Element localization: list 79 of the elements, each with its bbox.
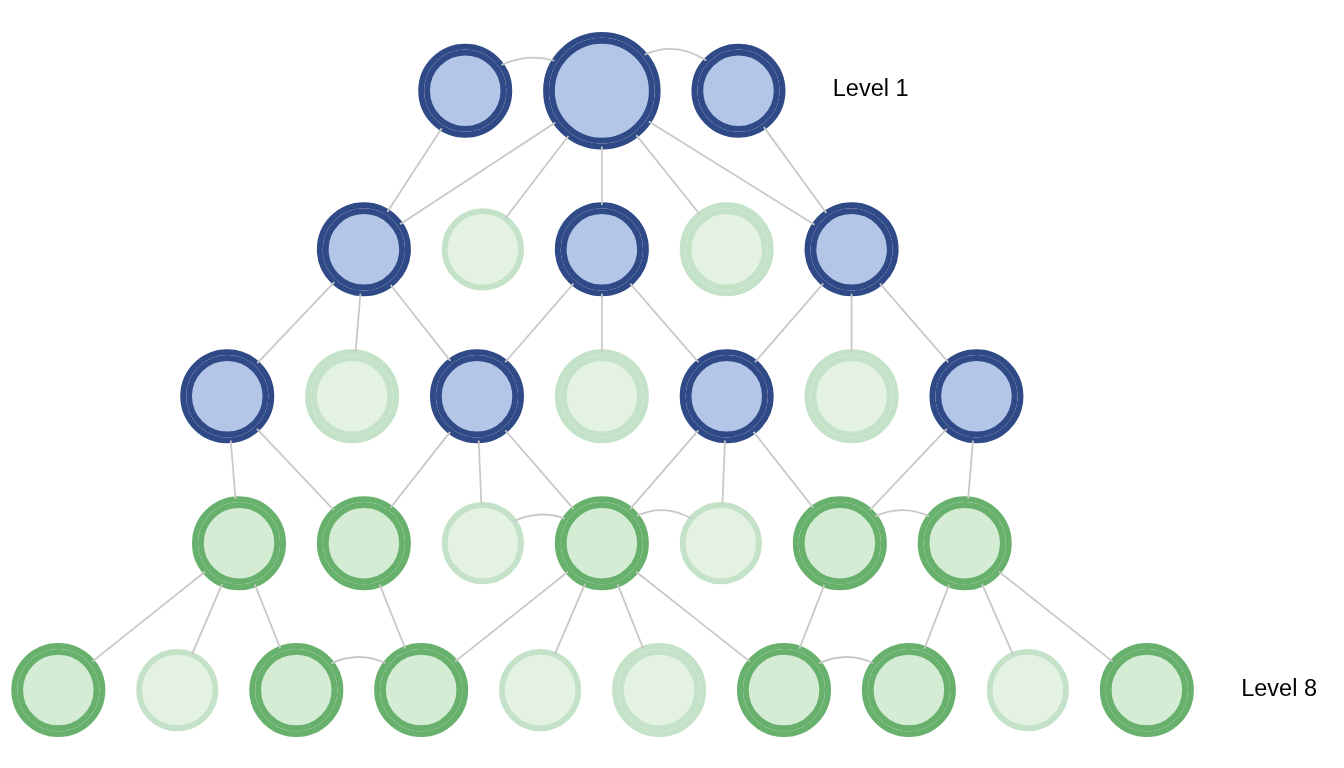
connector [874,508,930,517]
node-coins [679,201,774,296]
connector [754,282,825,363]
node-person [679,348,774,443]
node-person [418,43,513,138]
node-person [1099,642,1194,737]
node-person [430,348,524,443]
node-coin [499,648,582,731]
node-person [554,348,649,443]
connector [504,134,570,219]
connector [378,582,407,649]
node-person [861,642,956,737]
connector [600,292,603,353]
connector [386,126,443,213]
node-coin [441,207,524,290]
node-person [691,43,786,138]
connector [752,430,815,509]
node-person [917,495,1012,590]
connector [923,583,950,650]
node-person [374,642,469,737]
label: Level 8 [1241,674,1317,701]
connector [454,570,569,662]
connector [256,427,335,511]
connector [721,439,726,506]
connector [818,655,874,664]
connector [513,513,566,522]
node-person [804,348,899,443]
node-person [316,495,411,590]
connector [763,125,828,214]
connector [504,429,575,510]
connector [647,120,816,226]
node-person [192,495,286,590]
node-person [249,642,344,737]
node-coin [136,648,219,731]
node-person [180,348,275,443]
connector [635,508,693,519]
connector [504,282,575,363]
node-person [554,201,649,296]
node-person [554,495,649,590]
connector [399,121,557,225]
connector [389,430,452,509]
node-person [929,348,1024,443]
connector [229,439,237,500]
node-coin [679,501,762,584]
connector [91,570,206,662]
label: Level 1 [832,74,909,101]
node-coin [441,501,524,584]
connector [253,582,282,649]
connector [600,145,603,206]
node-person [305,348,400,443]
connector [635,133,701,215]
connector [330,655,387,664]
connector [553,582,586,656]
connector [354,292,362,353]
connector [967,439,974,500]
node-coin [986,648,1069,731]
connector [981,582,1014,656]
connector [798,583,826,650]
connector [256,280,336,364]
connector [998,570,1114,662]
connector [629,429,700,510]
connector [629,282,700,363]
node-person [11,642,106,737]
connector [389,283,452,362]
connector [850,292,853,353]
node-person [543,31,661,149]
node-coins [612,642,707,737]
node-person [804,201,899,296]
connector [635,570,751,662]
connector [643,47,708,61]
connector [190,582,224,656]
node-person [316,201,411,296]
connector [477,439,483,506]
connector [879,282,950,363]
node-person [737,642,832,737]
connector [869,427,948,511]
node-person [792,495,887,590]
connector [500,56,556,66]
connector [616,582,645,649]
